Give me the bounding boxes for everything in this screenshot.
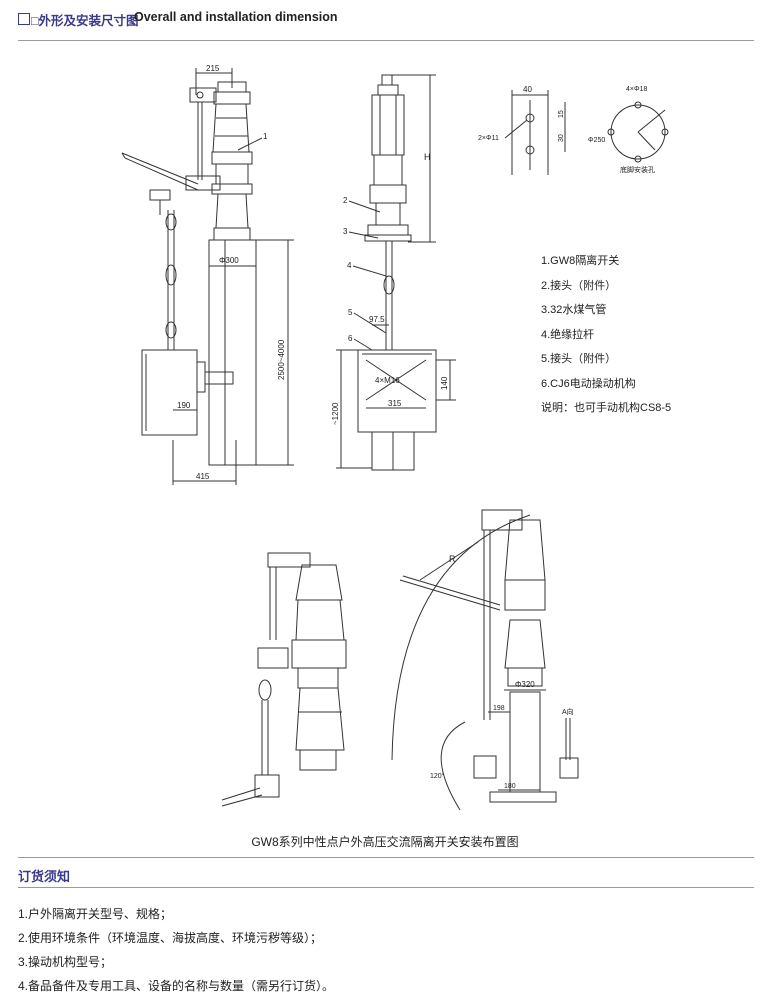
dim-R: R — [449, 554, 456, 564]
dim-H: H — [424, 152, 431, 162]
legend-item: 5.接头（附件） — [541, 353, 617, 365]
dim-4xM16: 4×M16 — [375, 376, 400, 385]
dim-415: 415 — [196, 472, 210, 481]
legend-item: 4.绝缘拉杆 — [541, 328, 595, 341]
dim-phi250: Φ250 — [588, 137, 605, 144]
order-note-item: 2.使用环境条件（环境温度、海拔高度、环境污秽等级）； — [18, 931, 323, 945]
section-title-en: Overall and installation dimension — [134, 10, 338, 24]
dim-phi300: Φ300 — [219, 256, 239, 265]
dim-120: 120° — [430, 772, 445, 780]
dim-315: 315 — [388, 399, 402, 408]
legend-item: 1.GW8隔离开关 — [541, 255, 620, 267]
order-note-item: 1.户外隔离开关型号、规格； — [18, 907, 173, 921]
dim-phi320: Φ320 — [515, 680, 535, 689]
drawing-front-view: H 2 3 4 5 6 97.5 4×M16 140 315 — [331, 74, 456, 471]
dim-A: A向 — [562, 707, 574, 716]
technical-drawing: 215 1 Φ300 — [121, 64, 669, 811]
legend-item: 3.32水煤气管 — [541, 304, 607, 316]
divider-order — [18, 887, 754, 888]
dim-1200: ~1200 — [331, 402, 340, 425]
drawing-bottom-right: R Φ320 198 120° 180 A向 — [391, 509, 579, 811]
legend-note: 说明：也可手动机构CS8-5 — [541, 402, 672, 414]
drawing-detail: 40 15 30 2×Φ11 4×Φ18 Φ250 底脚安装孔 — [478, 85, 669, 175]
dim-97-5: 97.5 — [369, 315, 385, 324]
section-header: □外形及安装尺寸图 Overall and installation dimen… — [0, 0, 770, 40]
section-title-cn: □外形及安装尺寸图 — [31, 14, 139, 28]
dim-140: 140 — [440, 376, 449, 390]
part-1-label: 1 — [263, 132, 268, 141]
parts-legend: 1.GW8隔离开关 2.接头（附件） 3.32水煤气管 4.绝缘拉杆 5.接头（… — [541, 249, 671, 421]
dim-4xphi18: 4×Φ18 — [626, 86, 647, 93]
dim-2500-4000: 2500~4000 — [277, 339, 286, 380]
order-section-title: 订货须知 — [18, 869, 71, 884]
base-holes-label: 底脚安装孔 — [620, 165, 655, 174]
order-notes-list: 1.户外隔离开关型号、规格； 2.使用环境条件（环境温度、海拔高度、环境污秽等级… — [18, 902, 334, 998]
drawing-side-view: 215 1 Φ300 — [121, 64, 294, 485]
part-3-label: 3 — [343, 227, 348, 236]
part-2-label: 2 — [343, 196, 348, 205]
checkbox-square-icon — [18, 13, 30, 25]
divider-top — [18, 40, 754, 41]
legend-item: 6.CJ6电动操动机构 — [541, 377, 636, 390]
legend-item: 2.接头（附件） — [541, 279, 617, 292]
dim-2xphi11: 2×Φ11 — [478, 135, 499, 142]
part-4-label: 4 — [347, 261, 352, 270]
order-note-item: 4.备品备件及专用工具、设备的名称与数量（需另行订货）。 — [18, 979, 335, 993]
dim-190: 190 — [177, 401, 191, 410]
divider-middle — [18, 857, 754, 858]
dim-180: 180 — [504, 783, 516, 790]
dim-30: 30 — [558, 134, 565, 142]
drawing-bottom-left — [221, 552, 347, 807]
part-5-label: 5 — [348, 308, 353, 317]
order-note-item: 3.操动机构型号； — [18, 955, 113, 969]
dim-40: 40 — [523, 85, 532, 94]
figure-caption: GW8系列中性点户外高压交流隔离开关安装布置图 — [251, 835, 519, 849]
part-6-label: 6 — [348, 334, 353, 343]
dim-15: 15 — [558, 110, 565, 118]
dim-215: 215 — [206, 64, 220, 73]
dim-198: 198 — [493, 705, 505, 712]
